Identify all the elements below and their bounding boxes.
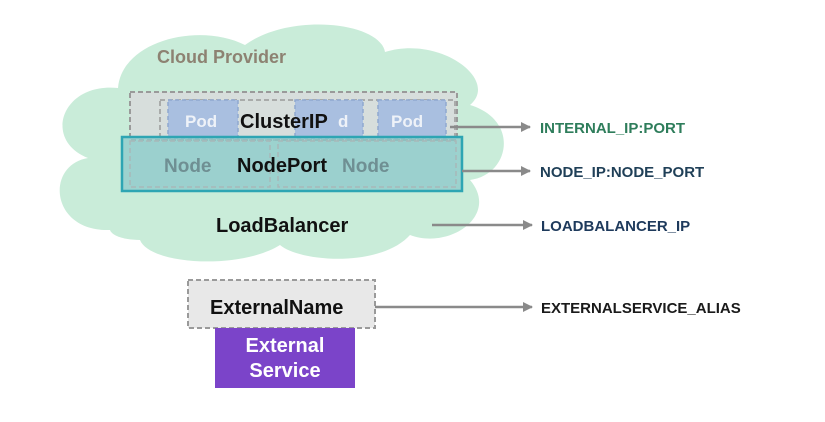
external-name-box (187, 279, 376, 329)
cloud-provider-label: Cloud Provider (157, 47, 286, 67)
pod-3: Pod (377, 99, 447, 139)
internal-ip-port-label: INTERNAL_IP:PORT (540, 120, 685, 137)
cluster-ip-label: ClusterIP (240, 111, 328, 133)
pod-label: d (338, 112, 348, 131)
node-1-label: Node (164, 156, 212, 177)
external-service-line2: Service (249, 360, 320, 382)
node-ip-node-port-label: NODE_IP:NODE_PORT (540, 164, 704, 181)
node-2 (277, 140, 457, 188)
loadbalancer-ip-label: LOADBALANCER_IP (541, 218, 690, 235)
pod-2: d (294, 99, 364, 139)
pod-label: Pod (185, 112, 217, 131)
node-port-label: NodePort (237, 155, 327, 177)
external-service-box (215, 328, 355, 388)
node-2-label: Node (342, 156, 390, 177)
pod-label: Pod (391, 112, 423, 131)
external-name-label: ExternalName (210, 297, 343, 319)
node-1 (129, 140, 271, 188)
load-balancer-label: LoadBalancer (216, 215, 348, 237)
externalservice-alias-label: EXTERNALSERVICE_ALIAS (541, 300, 741, 317)
external-service-line1: External (246, 335, 325, 357)
pod-1: Pod (167, 99, 239, 139)
